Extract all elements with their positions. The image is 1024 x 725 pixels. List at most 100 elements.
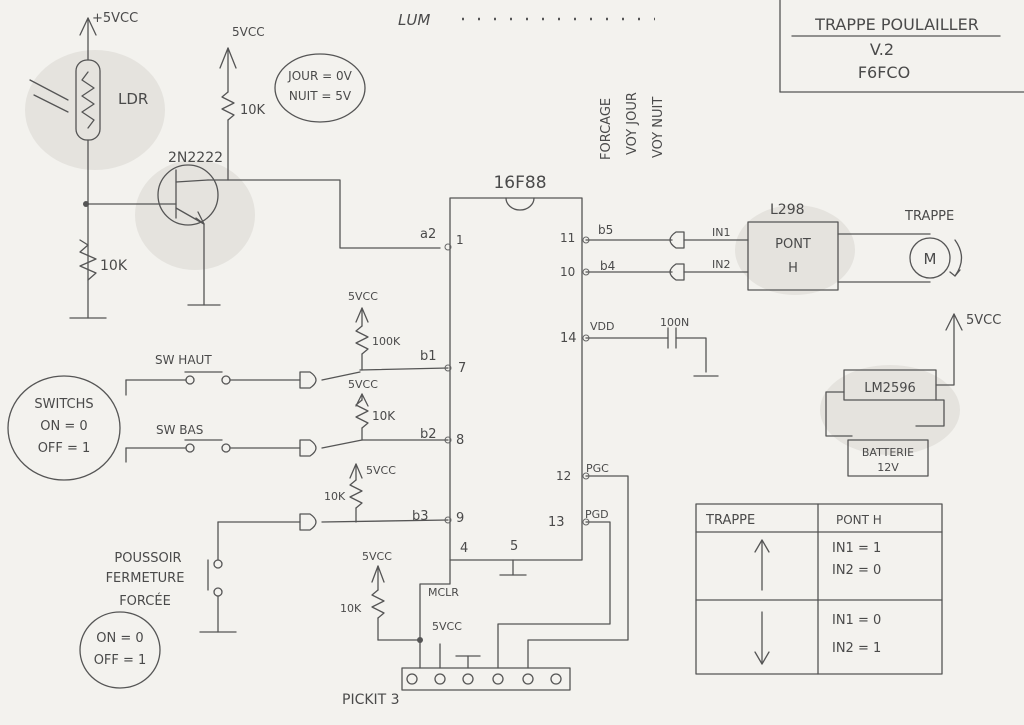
- jour-nuit-note: JOUR = 0V NUIT = 5V: [274, 53, 366, 123]
- mclr-resistor: 10K: [340, 602, 362, 615]
- title-version: V.2: [870, 40, 894, 59]
- pushbutton-section: POUSSOIR FERMETURE FORCÉE ON = 0 OFF = 1: [79, 521, 237, 689]
- mclr-supply: 5VCC: [362, 550, 392, 563]
- transistor-section: 5VCC 10K 2N2222: [87, 25, 441, 306]
- regulator-body: [843, 369, 937, 401]
- pencil-shading: [820, 365, 960, 455]
- in2-label: IN2: [712, 258, 730, 271]
- light-ray: [29, 79, 69, 101]
- pencil-shading: [25, 50, 165, 170]
- battery-line-1: BATTERIE: [862, 446, 914, 459]
- pin-1-number: 1: [456, 233, 464, 247]
- bridge-chip: L298: [770, 202, 805, 218]
- pin-vdd-label: VDD: [590, 320, 614, 333]
- row-1-in1: IN1 = 1: [832, 541, 881, 556]
- table-header-pont: PONT H: [836, 513, 882, 527]
- title-author: F6FCO: [858, 63, 910, 82]
- title-block: TRAPPE POULAILLER V.2 F6FCO: [779, 0, 1024, 93]
- pencil-shading: [135, 160, 255, 270]
- switch-note: SWITCHS ON = 0 OFF = 1: [7, 375, 121, 481]
- bridge-body: [747, 221, 839, 291]
- regulator-out-label: 5VCC: [966, 313, 1001, 328]
- connector-symbol: [669, 263, 685, 281]
- pin-8-number: 8: [456, 433, 464, 448]
- connector-symbol: [669, 231, 685, 249]
- pushbutton-line-1: POUSSOIR: [114, 551, 181, 566]
- pullup-3-supply: 5VCC: [366, 464, 396, 477]
- pickit-supply: 5VCC: [432, 620, 462, 633]
- sw-bas-label: SW BAS: [156, 423, 203, 437]
- vdd-section: 100N: [585, 316, 719, 377]
- connector-symbol: [299, 439, 317, 457]
- pin-5-number: 5: [510, 539, 518, 554]
- pickit-header: [401, 667, 571, 691]
- pin-9-number: 9: [456, 511, 464, 526]
- voy-jour-label: VOY JOUR: [625, 92, 640, 155]
- switch-note-line-3: OFF = 1: [38, 441, 91, 456]
- in1-label: IN1: [712, 226, 730, 239]
- ldr-supply-label: +5VCC: [92, 11, 138, 26]
- pullup-1-supply: 5VCC: [348, 290, 378, 303]
- motor-body: [909, 237, 951, 279]
- pin-pgc-label: PGC: [586, 462, 609, 475]
- regulator-section: 5VCC LM2596 BATTERIE 12V: [825, 313, 1001, 477]
- ldr-section: +5VCC LDR 10K: [29, 11, 148, 319]
- motor-label: TRAPPE: [904, 209, 954, 224]
- pin-a2-label: a2: [420, 227, 436, 242]
- mcu-body: [449, 197, 583, 561]
- title-line-1: TRAPPE POULAILLER: [814, 15, 979, 34]
- light-ray: [33, 94, 69, 113]
- mclr-section: 5VCC 10K MCLR: [340, 550, 459, 669]
- bridge-label-1: PONT: [775, 237, 811, 252]
- pin-b1-label: b1: [420, 349, 437, 364]
- mclr-label: MCLR: [428, 586, 459, 599]
- pin-12-number: 12: [556, 469, 571, 483]
- pin-b5-label: b5: [598, 223, 613, 237]
- row-2-in2: IN2 = 1: [832, 641, 881, 656]
- battery-body: [847, 439, 929, 477]
- truth-table-frame: [695, 503, 943, 675]
- connector-symbol: [299, 513, 317, 531]
- voy-nuit-label: VOY NUIT: [651, 97, 666, 158]
- mcu-name: 16F88: [493, 173, 546, 193]
- ldr-resistor-label: 10K: [100, 258, 128, 274]
- transistor-label: 2N2222: [168, 150, 223, 166]
- ldr-label: LDR: [118, 90, 148, 108]
- pin-b2-label: b2: [420, 427, 437, 442]
- sw-haut-label: SW HAUT: [155, 353, 212, 367]
- pickit-section: 5VCC PICKIT 3: [342, 475, 629, 708]
- pin-13-number: 13: [548, 515, 565, 530]
- pin-10-number: 10: [560, 265, 575, 279]
- pullup-section: 5VCC 100K 5VCC 10K 5VCC 10K SW HAUT SW B…: [125, 290, 449, 531]
- battery-line-2: 12V: [877, 461, 899, 474]
- pullup-2-supply: 5VCC: [348, 378, 378, 391]
- row-2-in1: IN1 = 0: [832, 613, 881, 628]
- regulator-chip: LM2596: [864, 381, 916, 396]
- pushbutton-note-line-1: ON = 0: [96, 631, 143, 646]
- motor-symbol: M: [924, 250, 937, 268]
- pin-14-number: 14: [560, 331, 577, 346]
- pullup-3-value: 10K: [324, 490, 346, 503]
- pin-pgd-label: PGD: [585, 508, 609, 521]
- pullup-1-value: 100K: [372, 335, 401, 348]
- pin-11-number: 11: [560, 231, 575, 245]
- transistor-supply-label: 5VCC: [232, 25, 265, 39]
- pullup-2-value: 10K: [372, 409, 396, 423]
- hbridge-section: IN1 IN2 L298 PONT H TRAPPE M: [585, 202, 963, 291]
- transistor-body: [157, 164, 219, 226]
- junction-dot: [83, 201, 89, 207]
- pushbutton-line-3: FORCÉE: [119, 593, 171, 609]
- connector-symbol: [299, 371, 317, 389]
- table-header-trappe: TRAPPE: [705, 513, 755, 528]
- pushbutton-note-line-2: OFF = 1: [94, 653, 147, 668]
- mcu-notch: [505, 197, 535, 211]
- pin-b3-label: b3: [412, 509, 429, 524]
- bridge-label-2: H: [788, 261, 798, 276]
- pencil-shading: [735, 205, 855, 295]
- transistor-resistor-label: 10K: [240, 103, 266, 118]
- pickit-label: PICKIT 3: [342, 692, 400, 708]
- rotation-arrow-icon: [954, 239, 963, 277]
- forcage-label: FORCAGE: [599, 98, 614, 160]
- pin-4-number: 4: [460, 541, 468, 556]
